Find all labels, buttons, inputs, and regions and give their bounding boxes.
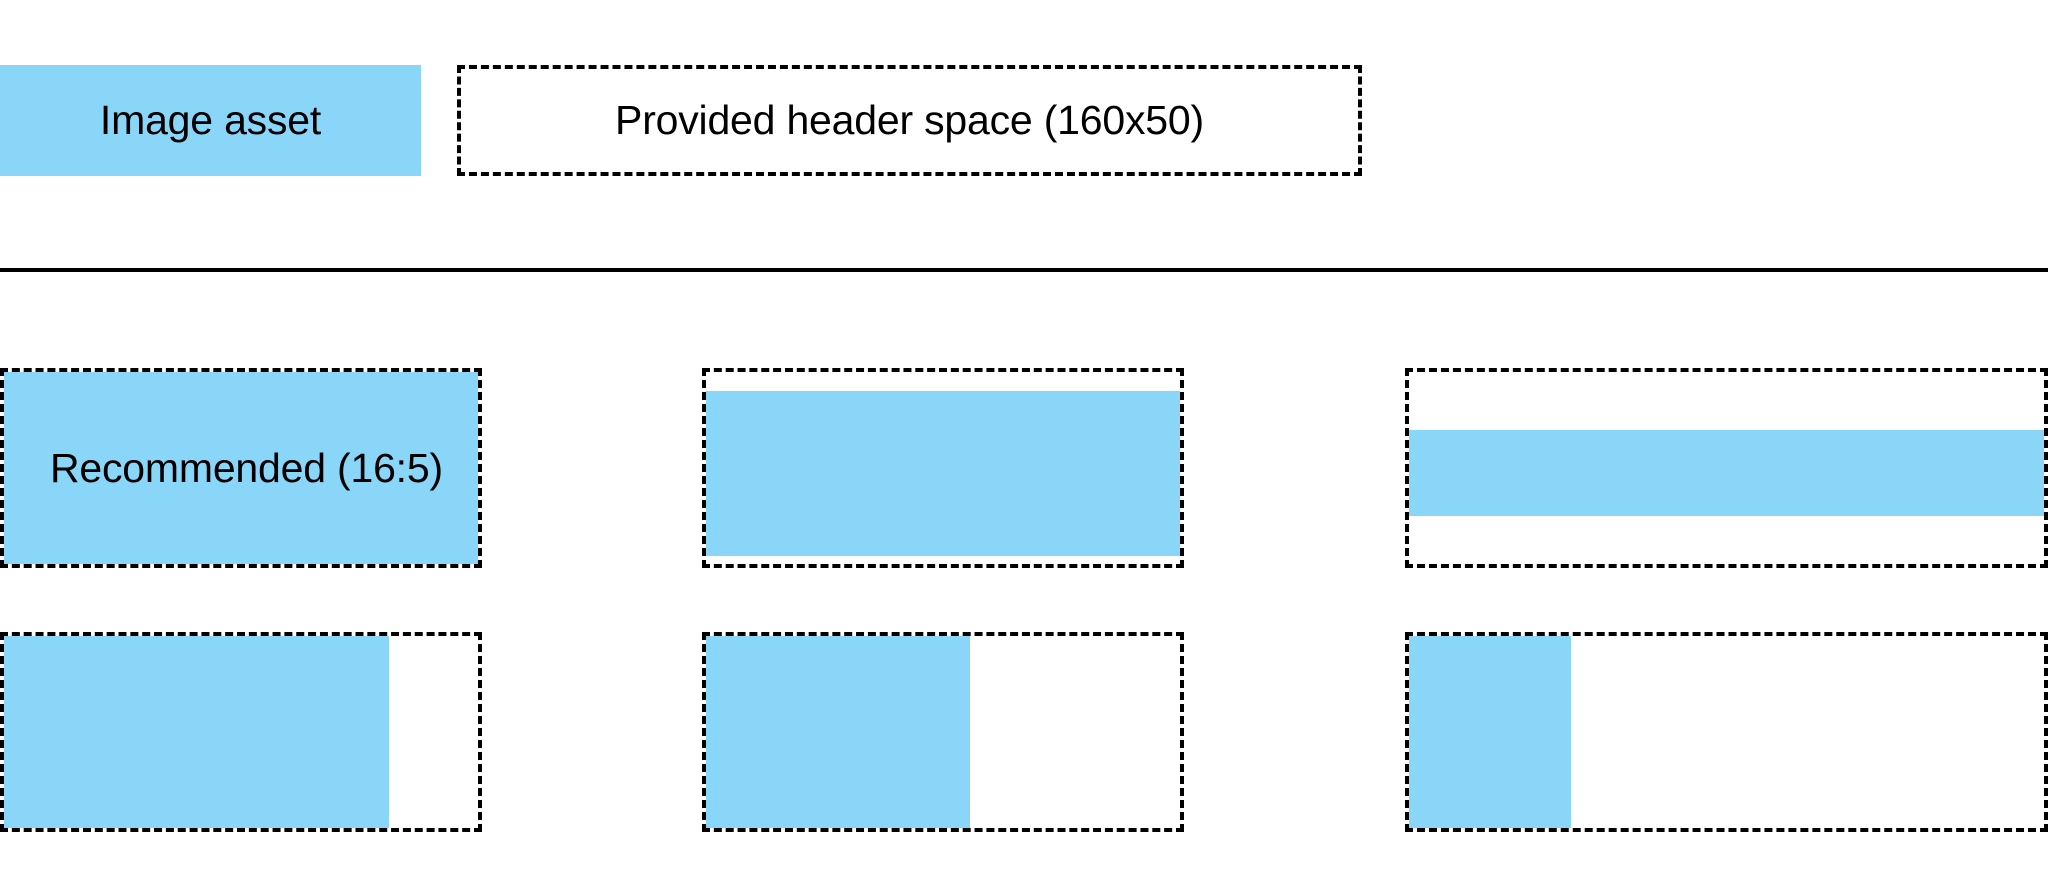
asset-fill-region xyxy=(4,636,389,828)
section-divider xyxy=(0,268,2048,272)
image-asset-swatch: Image asset xyxy=(0,65,421,176)
aspect-ratio-cell xyxy=(0,632,482,832)
asset-fill-region xyxy=(1409,430,2044,516)
aspect-ratio-cell xyxy=(702,632,1184,832)
provided-header-space-label: Provided header space (160x50) xyxy=(615,97,1204,143)
header-legend-row: Image asset Provided header space (160x5… xyxy=(0,65,2048,176)
aspect-ratio-cell xyxy=(1405,368,2048,568)
asset-fill-region xyxy=(4,372,478,564)
aspect-ratio-cell xyxy=(1405,632,2048,832)
aspect-ratio-cell xyxy=(702,368,1184,568)
image-asset-swatch-label: Image asset xyxy=(99,97,322,143)
asset-fill-region xyxy=(706,636,970,828)
aspect-ratio-row: Recommended (16:5) xyxy=(0,368,2048,568)
aspect-ratio-cell: Recommended (16:5) xyxy=(0,368,482,568)
provided-header-space-box: Provided header space (160x50) xyxy=(457,65,1362,176)
aspect-ratio-row xyxy=(0,632,2048,832)
asset-fill-region xyxy=(1409,636,1571,828)
asset-fill-region xyxy=(706,391,1180,556)
aspect-ratio-grid: Recommended (16:5) xyxy=(0,368,2048,832)
